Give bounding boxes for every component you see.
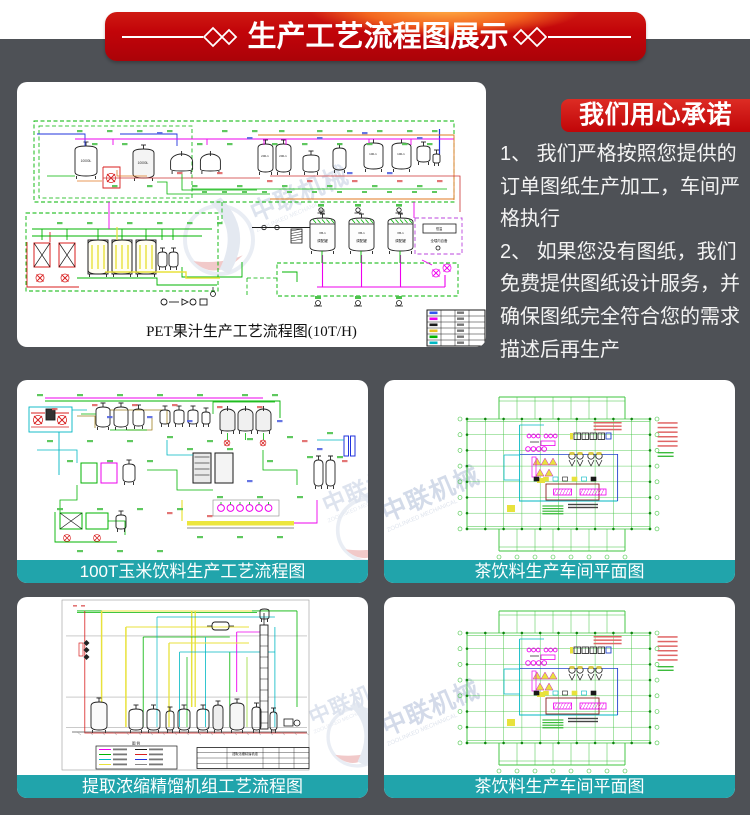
svg-text:提取浓缩精馏机组: 提取浓缩精馏机组 <box>232 751 258 756</box>
svg-text:306: 306 <box>319 209 325 213</box>
svg-text:中联机械: 中联机械 <box>384 461 484 527</box>
svg-text:10000L: 10000L <box>81 159 92 163</box>
svg-text:调配罐: 调配罐 <box>317 238 328 243</box>
svg-text:中联机械: 中联机械 <box>384 675 484 741</box>
svg-text:恒温: 恒温 <box>436 226 443 231</box>
svg-text:调配罐: 调配罐 <box>356 238 367 243</box>
svg-text:XB-1: XB-1 <box>358 231 365 235</box>
svg-text:全喂内自备: 全喂内自备 <box>431 238 449 243</box>
svg-text:100-1: 100-1 <box>397 152 405 156</box>
svg-text:200-1: 200-1 <box>261 154 269 158</box>
svg-text:200-1: 200-1 <box>279 154 287 158</box>
svg-text:图 例: 图 例 <box>132 741 140 746</box>
svg-text:100-1: 100-1 <box>369 152 377 156</box>
svg-text:XB-1: XB-1 <box>319 231 326 235</box>
svg-text:10000L: 10000L <box>138 161 149 165</box>
svg-text:XB-1: XB-1 <box>397 231 404 235</box>
svg-text:调配罐: 调配罐 <box>395 238 406 243</box>
